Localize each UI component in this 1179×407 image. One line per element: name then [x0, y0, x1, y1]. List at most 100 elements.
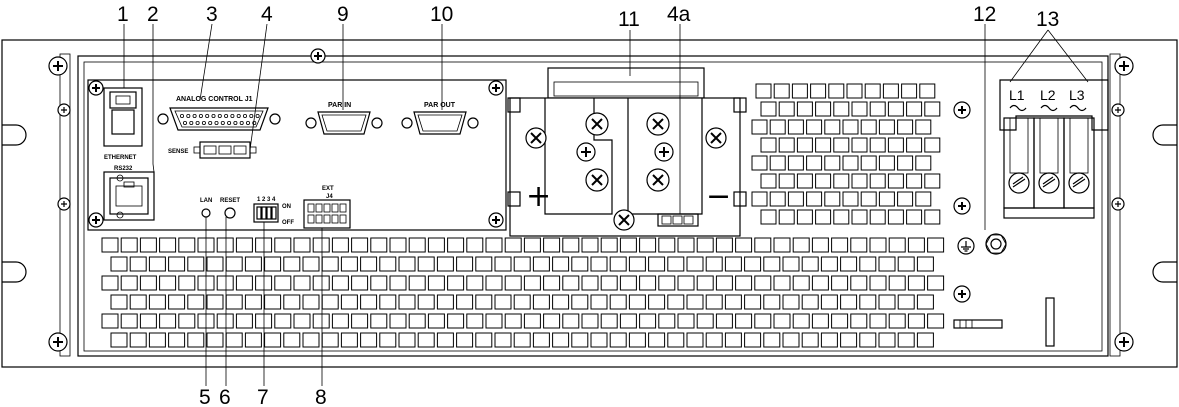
- terminal-screw-icon: [1068, 172, 1090, 194]
- vent-slot: [494, 332, 512, 348]
- vent-slot: [244, 294, 262, 310]
- vent-slot: [331, 275, 349, 291]
- callout-8: 8: [315, 386, 327, 407]
- vent-slot: [513, 294, 531, 310]
- vent-slot: [887, 209, 904, 225]
- screw-icon: [953, 101, 971, 119]
- vent-slot: [769, 191, 786, 207]
- vent-slot: [398, 294, 416, 310]
- vent-slot: [293, 275, 311, 291]
- vent-slot: [860, 191, 877, 207]
- vent-slot: [773, 237, 791, 253]
- pin: [211, 114, 216, 119]
- vent-slot: [763, 294, 781, 310]
- vent-slot: [187, 256, 205, 272]
- vent-slot: [513, 256, 531, 272]
- vent-slot: [331, 313, 349, 329]
- vent-slot: [796, 173, 813, 189]
- pin: [236, 114, 241, 119]
- vent-slot: [523, 275, 541, 291]
- vent-slot: [658, 313, 676, 329]
- vent-slot: [628, 256, 646, 272]
- dip-on-label: ON: [282, 204, 291, 210]
- vent-slot: [792, 275, 810, 291]
- ext-sub-label: J4: [326, 194, 333, 200]
- pin: [224, 114, 229, 119]
- vent-slot: [447, 237, 465, 253]
- vent-slot: [321, 256, 339, 272]
- vent-slot: [705, 294, 723, 310]
- side-marking: [953, 297, 1055, 347]
- vent-slot: [778, 101, 795, 117]
- vent-slot: [787, 191, 804, 207]
- vent-slot: [763, 332, 781, 348]
- vent-slot: [773, 275, 791, 291]
- vent-slot: [447, 313, 465, 329]
- vent-slot: [924, 137, 941, 153]
- pin: [307, 203, 315, 213]
- vent-slot: [851, 173, 868, 189]
- vent-slot: [351, 313, 369, 329]
- vent-slot: [466, 275, 484, 291]
- vent-slot: [796, 101, 813, 117]
- vent-slot: [408, 237, 426, 253]
- vent-slot: [129, 256, 147, 272]
- vent-slot: [924, 209, 941, 225]
- vent-slot: [907, 313, 925, 329]
- vent-slot: [235, 275, 253, 291]
- vent-slot: [168, 294, 186, 310]
- vent-slot: [543, 275, 561, 291]
- vent-slot: [264, 332, 282, 348]
- vent-slot: [686, 332, 704, 348]
- par-out-connector: PAR OUT: [401, 102, 479, 135]
- vent-slot: [811, 313, 829, 329]
- vent-slot: [264, 256, 282, 272]
- lan-label: LAN: [200, 198, 212, 204]
- vent-slot: [543, 313, 561, 329]
- vent-slot: [831, 313, 849, 329]
- vent-slot: [312, 313, 330, 329]
- vent-slot: [864, 83, 881, 99]
- vent-slot: [302, 256, 320, 272]
- vent-slot: [523, 237, 541, 253]
- vent-slot: [715, 275, 733, 291]
- bus-bar-screw-icon: [646, 112, 670, 136]
- vent-slot: [677, 313, 695, 329]
- rs232-port: RS232: [103, 166, 155, 221]
- vent-slot: [815, 209, 832, 225]
- callout-2: 2: [147, 3, 159, 26]
- par-in-label: PAR IN: [328, 102, 351, 109]
- callout-7: 7: [257, 386, 269, 407]
- callout-6: 6: [219, 386, 231, 407]
- vent-slot: [389, 313, 407, 329]
- vent-slot: [760, 209, 777, 225]
- pin: [182, 121, 187, 126]
- pin: [217, 114, 222, 119]
- vent-slot: [724, 256, 742, 272]
- vent-slot: [667, 256, 685, 272]
- dip-number-3: 3: [267, 197, 271, 203]
- pin: [242, 114, 247, 119]
- vent-slot: [769, 155, 786, 171]
- vent-slot: [244, 332, 262, 348]
- pin: [331, 214, 339, 224]
- vent-slot: [869, 313, 887, 329]
- vent-slot: [824, 119, 841, 135]
- dip-number-2: 2: [262, 197, 266, 203]
- vent-slot: [408, 275, 426, 291]
- vent-slot: [274, 275, 292, 291]
- vent-slot: [120, 275, 138, 291]
- vent-slot: [475, 332, 493, 348]
- vent-slot: [494, 294, 512, 310]
- vent-slot: [302, 332, 320, 348]
- vent-slot: [840, 256, 858, 272]
- callout-10: 10: [430, 3, 453, 26]
- vent-slot: [274, 313, 292, 329]
- screw-icon: [1114, 332, 1134, 352]
- pin: [245, 121, 250, 126]
- vent-slot: [810, 83, 827, 99]
- vent-slot: [915, 191, 932, 207]
- vent-slot: [901, 83, 918, 99]
- vent-slot: [815, 101, 832, 117]
- vent-slot: [370, 237, 388, 253]
